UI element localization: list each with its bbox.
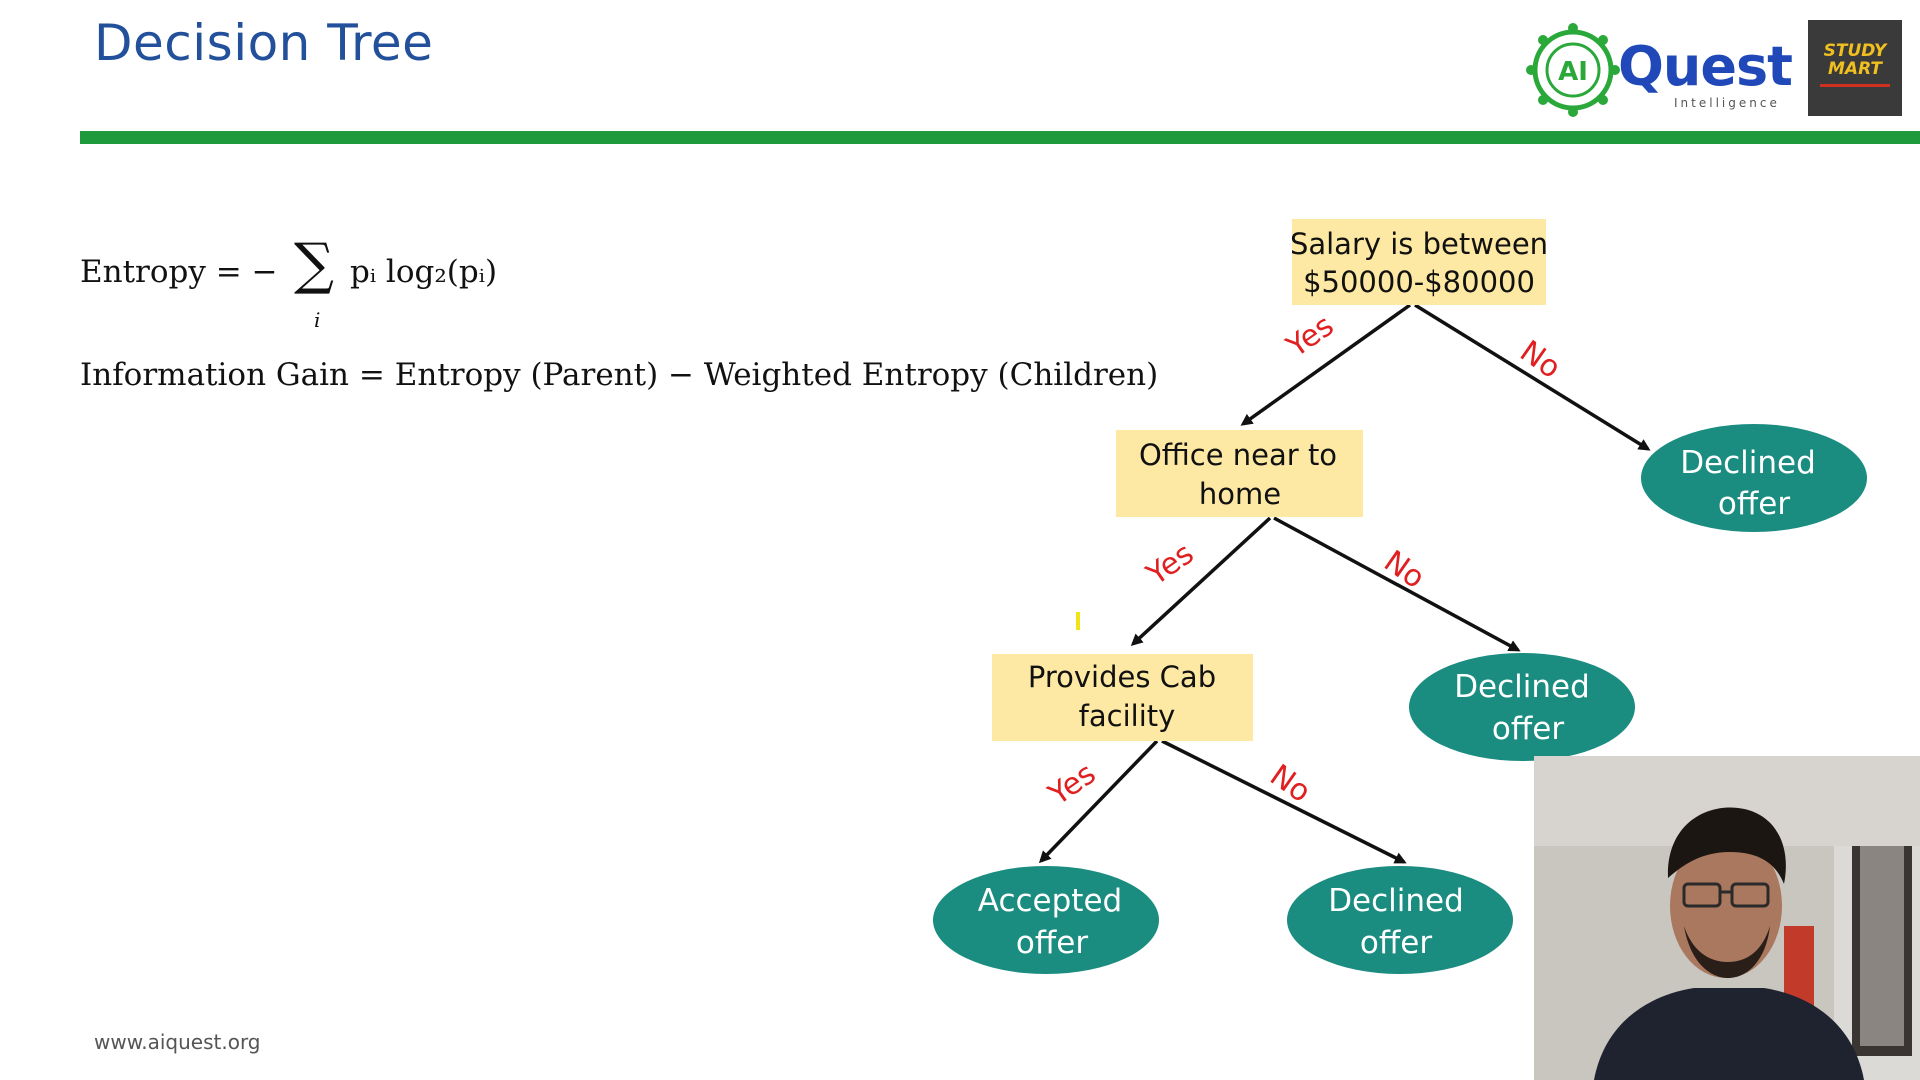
edge-cab-no [1161,739,1407,864]
ai-logo-text: AI [1558,57,1588,87]
decision-node-office: Office near to home [1116,430,1363,517]
slide-title: Decision Tree [94,14,434,72]
leaf3-line2: offer [1016,925,1088,961]
leaf3-line1: Accepted [978,883,1122,919]
edge-label-cab-no: No [1263,758,1316,810]
entropy-rhs: pᵢ log₂(pᵢ) [350,254,498,290]
leaf4-line2: offer [1360,925,1432,961]
leaf-cab-accepted: Accepted offer [933,866,1159,974]
office-line1: Office near to [1139,438,1337,472]
leaf-office-declined: Declined offer [1409,653,1635,761]
office-line2: home [1199,477,1281,511]
edge-label-root-no: No [1513,334,1566,386]
edge-root-no [1414,303,1651,451]
edge-label-root-yes: Yes [1280,308,1341,365]
intelligence-logo-text: Intelligence [1674,96,1780,110]
info-gain-formula: Information Gain = Entropy (Parent) − We… [80,357,1159,393]
decision-node-cab: Provides Cab facility [992,654,1253,741]
entropy-subscript: i [314,308,321,332]
root-line2: $50000-$80000 [1303,265,1535,299]
leaf1-line1: Declined [1680,445,1816,481]
root-line1: Salary is between [1290,227,1548,261]
edge-label-office-no: No [1377,544,1430,596]
leaf-cab-declined: Declined offer [1287,866,1513,974]
ai-logo-icon: AI [1526,23,1620,117]
edge-root-yes [1240,303,1412,426]
edge-cab-yes [1038,739,1159,864]
cab-line2: facility [1079,699,1176,733]
study-mart-line1: STUDY [1823,41,1887,61]
leaf1-line2: offer [1718,486,1790,522]
leaf2-line2: offer [1492,711,1564,747]
entropy-label: Entropy = − [80,254,278,290]
cab-line1: Provides Cab [1028,660,1216,694]
study-mart-logo: STUDY MART [1808,20,1902,116]
leaf4-line1: Declined [1328,883,1464,919]
sigma-symbol: ∑ [294,232,334,297]
study-mart-line2: MART [1828,59,1882,79]
quest-logo: Quest [1618,35,1793,98]
cursor-highlight [1076,612,1080,630]
footer-url: www.aiquest.org [94,1030,261,1054]
leaf-root-declined: Declined offer [1641,424,1867,532]
decision-node-root: Salary is between $50000-$80000 [1290,219,1548,305]
edge-office-yes [1130,516,1272,647]
webcam-overlay [1534,756,1920,1080]
study-mart-underline [1820,84,1890,87]
header-divider [80,131,1920,144]
leaf2-line1: Declined [1454,669,1590,705]
edge-office-no [1273,516,1521,652]
edge-label-office-yes: Yes [1140,536,1201,593]
